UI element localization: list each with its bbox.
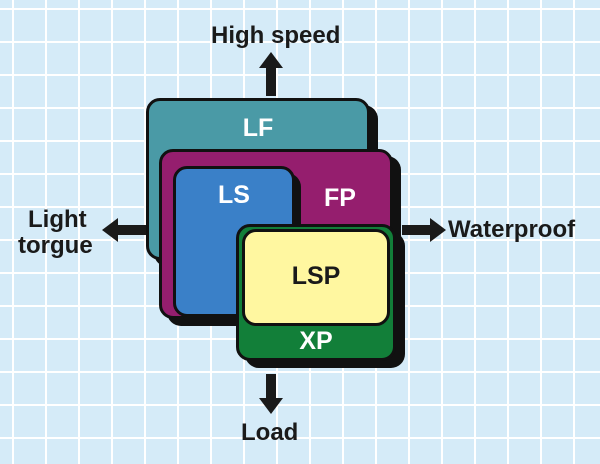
arrow-down-icon (259, 374, 283, 414)
high-speed-label: High speed (211, 22, 341, 49)
ls-label: LS (218, 181, 250, 209)
lsp-label: LSP (291, 262, 341, 290)
load-label: Load (241, 419, 299, 446)
light-torque-label-line1: Light (28, 206, 87, 233)
arrow-right-icon (402, 218, 446, 242)
arrow-up-icon (259, 52, 283, 96)
arrow-left-icon (102, 218, 146, 242)
waterproof-label: Waterproof (448, 216, 576, 243)
fp-label: FP (324, 184, 356, 212)
lf-label: LF (242, 114, 274, 142)
light-torque-label-line2: torgue (18, 232, 93, 259)
lsp-box (242, 229, 390, 326)
xp-label: XP (299, 327, 333, 355)
